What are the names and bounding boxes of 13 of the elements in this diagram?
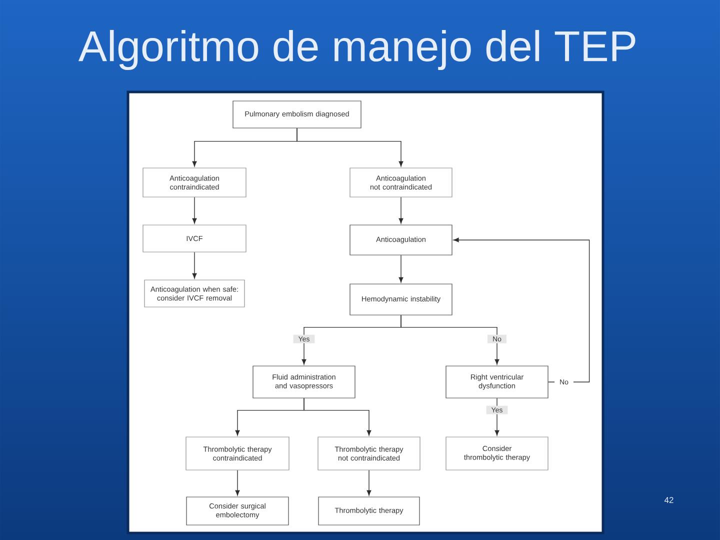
arrow — [235, 470, 240, 496]
arrow — [296, 128, 404, 167]
arrow — [453, 238, 590, 382]
arrow — [366, 470, 372, 496]
arrow — [192, 252, 197, 279]
arrow — [494, 398, 500, 436]
page-number: 42 — [664, 497, 674, 503]
arrow — [400, 314, 500, 365]
arrow — [304, 398, 372, 436]
arrow — [398, 254, 404, 283]
arrow — [398, 196, 404, 224]
arrow — [192, 196, 197, 224]
slide-title: Algoritmo de manejo del TEP — [78, 30, 636, 70]
